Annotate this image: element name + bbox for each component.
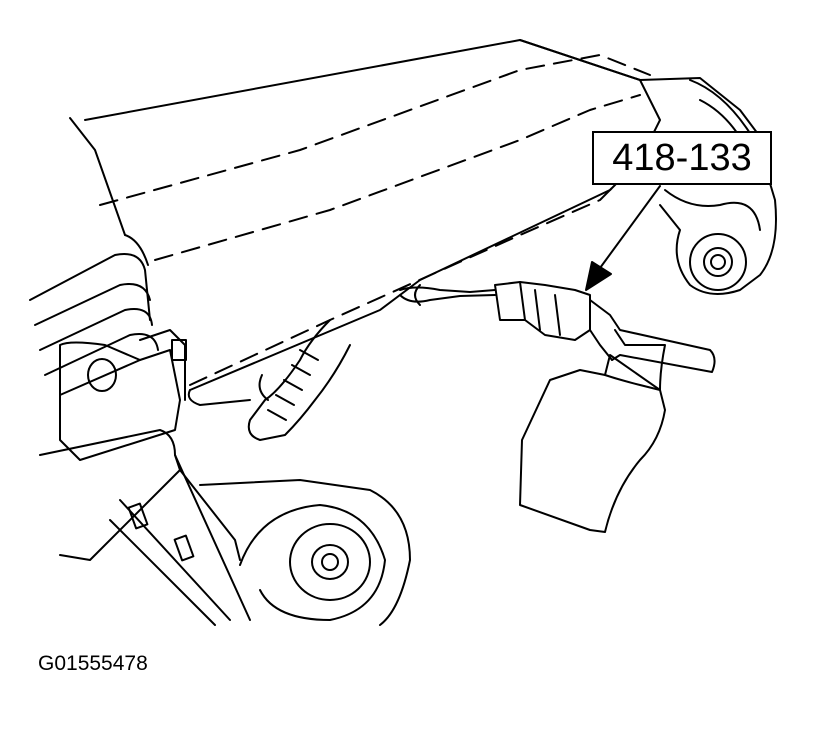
lower-mount (200, 480, 410, 625)
right-bolt (690, 234, 746, 290)
callout-leader (586, 186, 660, 290)
lower-frame-rail (40, 430, 250, 625)
figure-id: G01555478 (38, 652, 148, 675)
hidden-lines (100, 55, 650, 385)
wiring-harness (249, 320, 350, 440)
right-mount-bracket (660, 80, 776, 294)
tool-number-callout: 418-133 (592, 131, 772, 185)
sensor-wire (400, 285, 495, 305)
tool-number-label: 418-133 (612, 137, 752, 179)
lower-bolt (290, 524, 370, 600)
sensor-connector (495, 282, 590, 340)
left-boot (30, 235, 158, 395)
tool-418-133 (520, 300, 715, 532)
left-bracket (60, 330, 186, 460)
